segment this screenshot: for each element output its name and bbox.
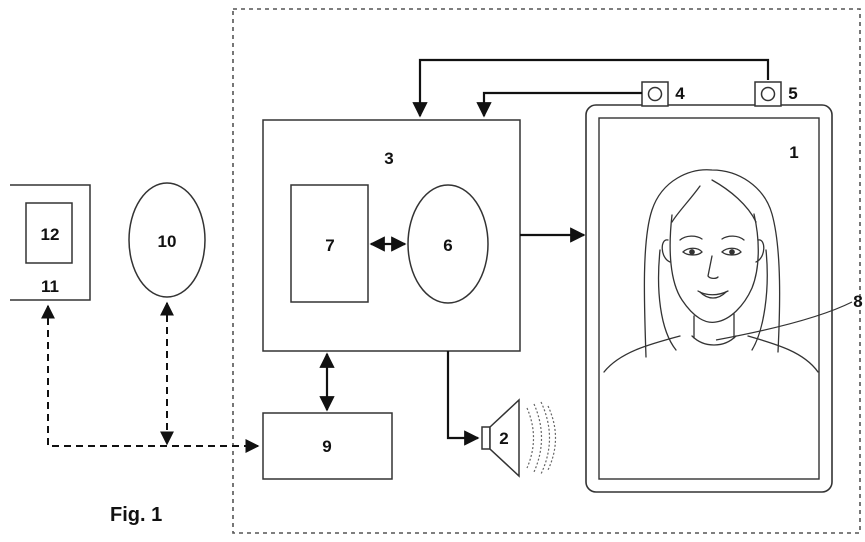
label-7: 7 [325,236,334,255]
link-controller-speaker [448,351,478,438]
avatar-figure [604,170,818,372]
display-screen [599,118,819,479]
link-camera5-controller [420,60,768,116]
label-2: 2 [499,429,508,448]
display-frame [586,105,832,492]
label-8: 8 [853,292,862,311]
speaker-icon [482,400,556,476]
label-3: 3 [384,149,393,168]
dashed-link-remote [48,306,258,446]
label-4: 4 [675,84,685,103]
camera-icon [755,82,781,106]
label-1: 1 [789,143,798,162]
label-6: 6 [443,236,452,255]
figure-caption: Fig. 1 [110,504,162,526]
camera-icon [642,82,668,106]
label-10: 10 [158,232,177,251]
label-5: 5 [788,84,797,103]
label-11: 11 [41,277,59,296]
label-9: 9 [322,437,331,456]
label-12: 12 [41,225,60,244]
